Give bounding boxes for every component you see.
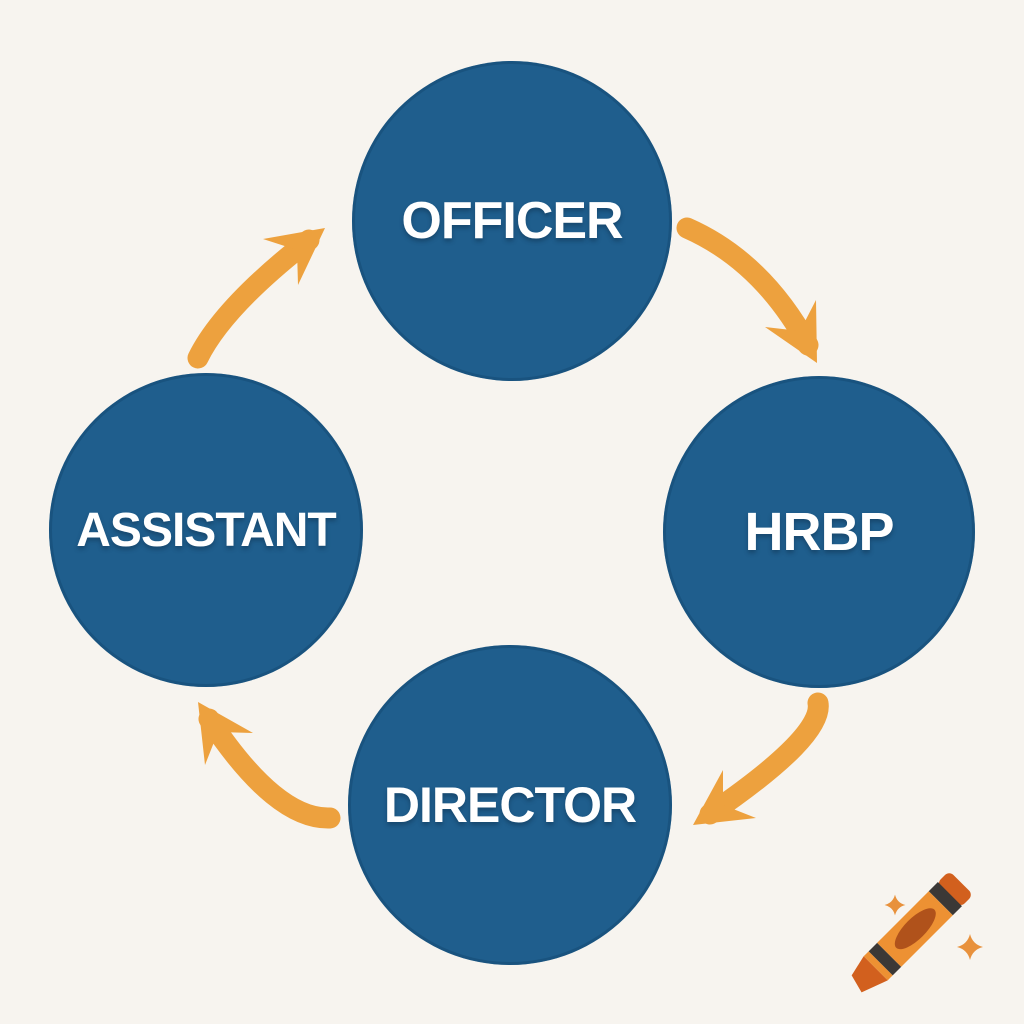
crayon-icon [851, 873, 971, 993]
sparkle-icon [884, 894, 906, 916]
node-assistant: ASSISTANT [49, 373, 363, 687]
sparkle-icon [957, 934, 983, 960]
node-hrbp: HRBP [663, 376, 975, 688]
arrow-director-to-assistant [198, 702, 341, 829]
arrow-assistant-to-officer [187, 228, 325, 369]
node-officer: OFFICER [352, 61, 672, 381]
node-hrbp-label: HRBP [744, 502, 894, 562]
arrow-officer-to-hrbp [676, 217, 819, 363]
arrow-hrbp-to-director [693, 692, 829, 825]
node-assistant-label: ASSISTANT [76, 503, 336, 557]
node-director-label: DIRECTOR [383, 777, 637, 833]
node-officer-label: OFFICER [401, 192, 623, 250]
node-director: DIRECTOR [348, 645, 672, 965]
